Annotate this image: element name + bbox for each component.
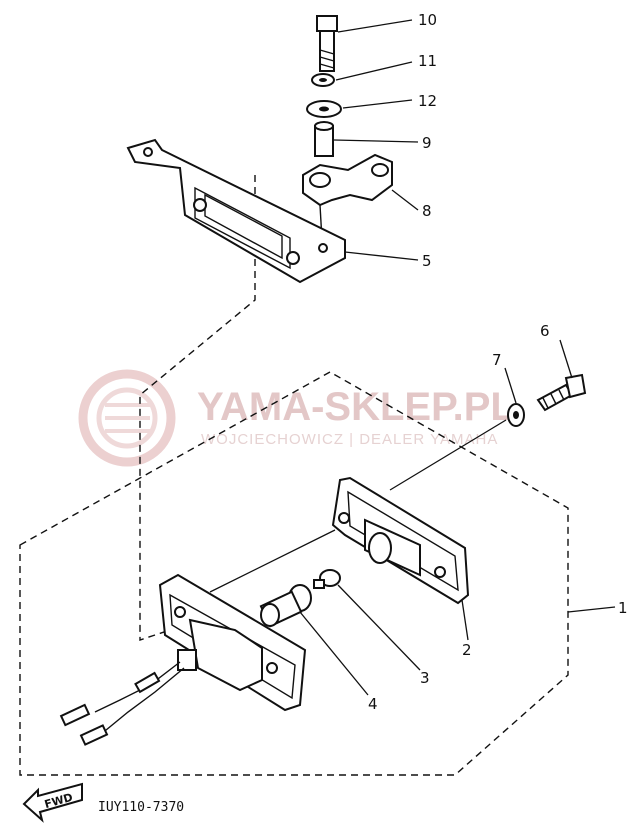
washer-7 xyxy=(507,403,525,427)
part-label-7: 7 xyxy=(492,351,502,369)
part-label-10: 10 xyxy=(418,11,437,29)
bracket-connector-line xyxy=(139,175,256,641)
housing-body xyxy=(158,573,307,712)
washer-12 xyxy=(306,100,342,118)
screw-6 xyxy=(536,373,587,412)
part-label-8: 8 xyxy=(422,202,432,220)
watermark: YAMA-SKLEP.PL WOJCIECHOWICZ | DEALER YAM… xyxy=(78,369,515,467)
part-label-3: 3 xyxy=(420,669,430,687)
spring-washer-11 xyxy=(311,73,335,87)
part-label-4: 4 xyxy=(368,695,378,713)
part-label-9: 9 xyxy=(422,134,432,152)
socket-4 xyxy=(259,584,312,628)
lens-axis-line xyxy=(209,529,336,593)
watermark-logo-icon xyxy=(78,369,176,467)
bolt-10 xyxy=(316,15,338,72)
leader-lines xyxy=(299,19,616,696)
collar-9 xyxy=(314,121,334,157)
part-label-11: 11 xyxy=(418,52,437,70)
stay-8 xyxy=(302,153,393,241)
part-label-5: 5 xyxy=(422,252,432,270)
assembly-outline xyxy=(19,371,569,776)
part-label-6: 6 xyxy=(540,322,550,340)
bulb-3 xyxy=(313,569,341,589)
bracket-5 xyxy=(126,138,346,284)
diagram-code: IUY110-7370 xyxy=(98,800,184,815)
part-label-1: 1 xyxy=(618,599,628,617)
part-label-12: 12 xyxy=(418,92,437,110)
fwd-arrow-icon: FWD xyxy=(22,782,83,823)
part-label-2: 2 xyxy=(462,641,472,659)
lens-2 xyxy=(331,476,470,605)
screw-axis-line xyxy=(389,419,507,491)
part-labels: 10 11 12 9 8 5 7 6 1 2 3 4 xyxy=(368,11,628,713)
watermark-title: YAMA-SKLEP.PL xyxy=(197,385,515,429)
wire-harness xyxy=(59,661,185,746)
watermark-subtitle: WOJCIECHOWICZ | DEALER YAMAHA xyxy=(201,431,498,448)
